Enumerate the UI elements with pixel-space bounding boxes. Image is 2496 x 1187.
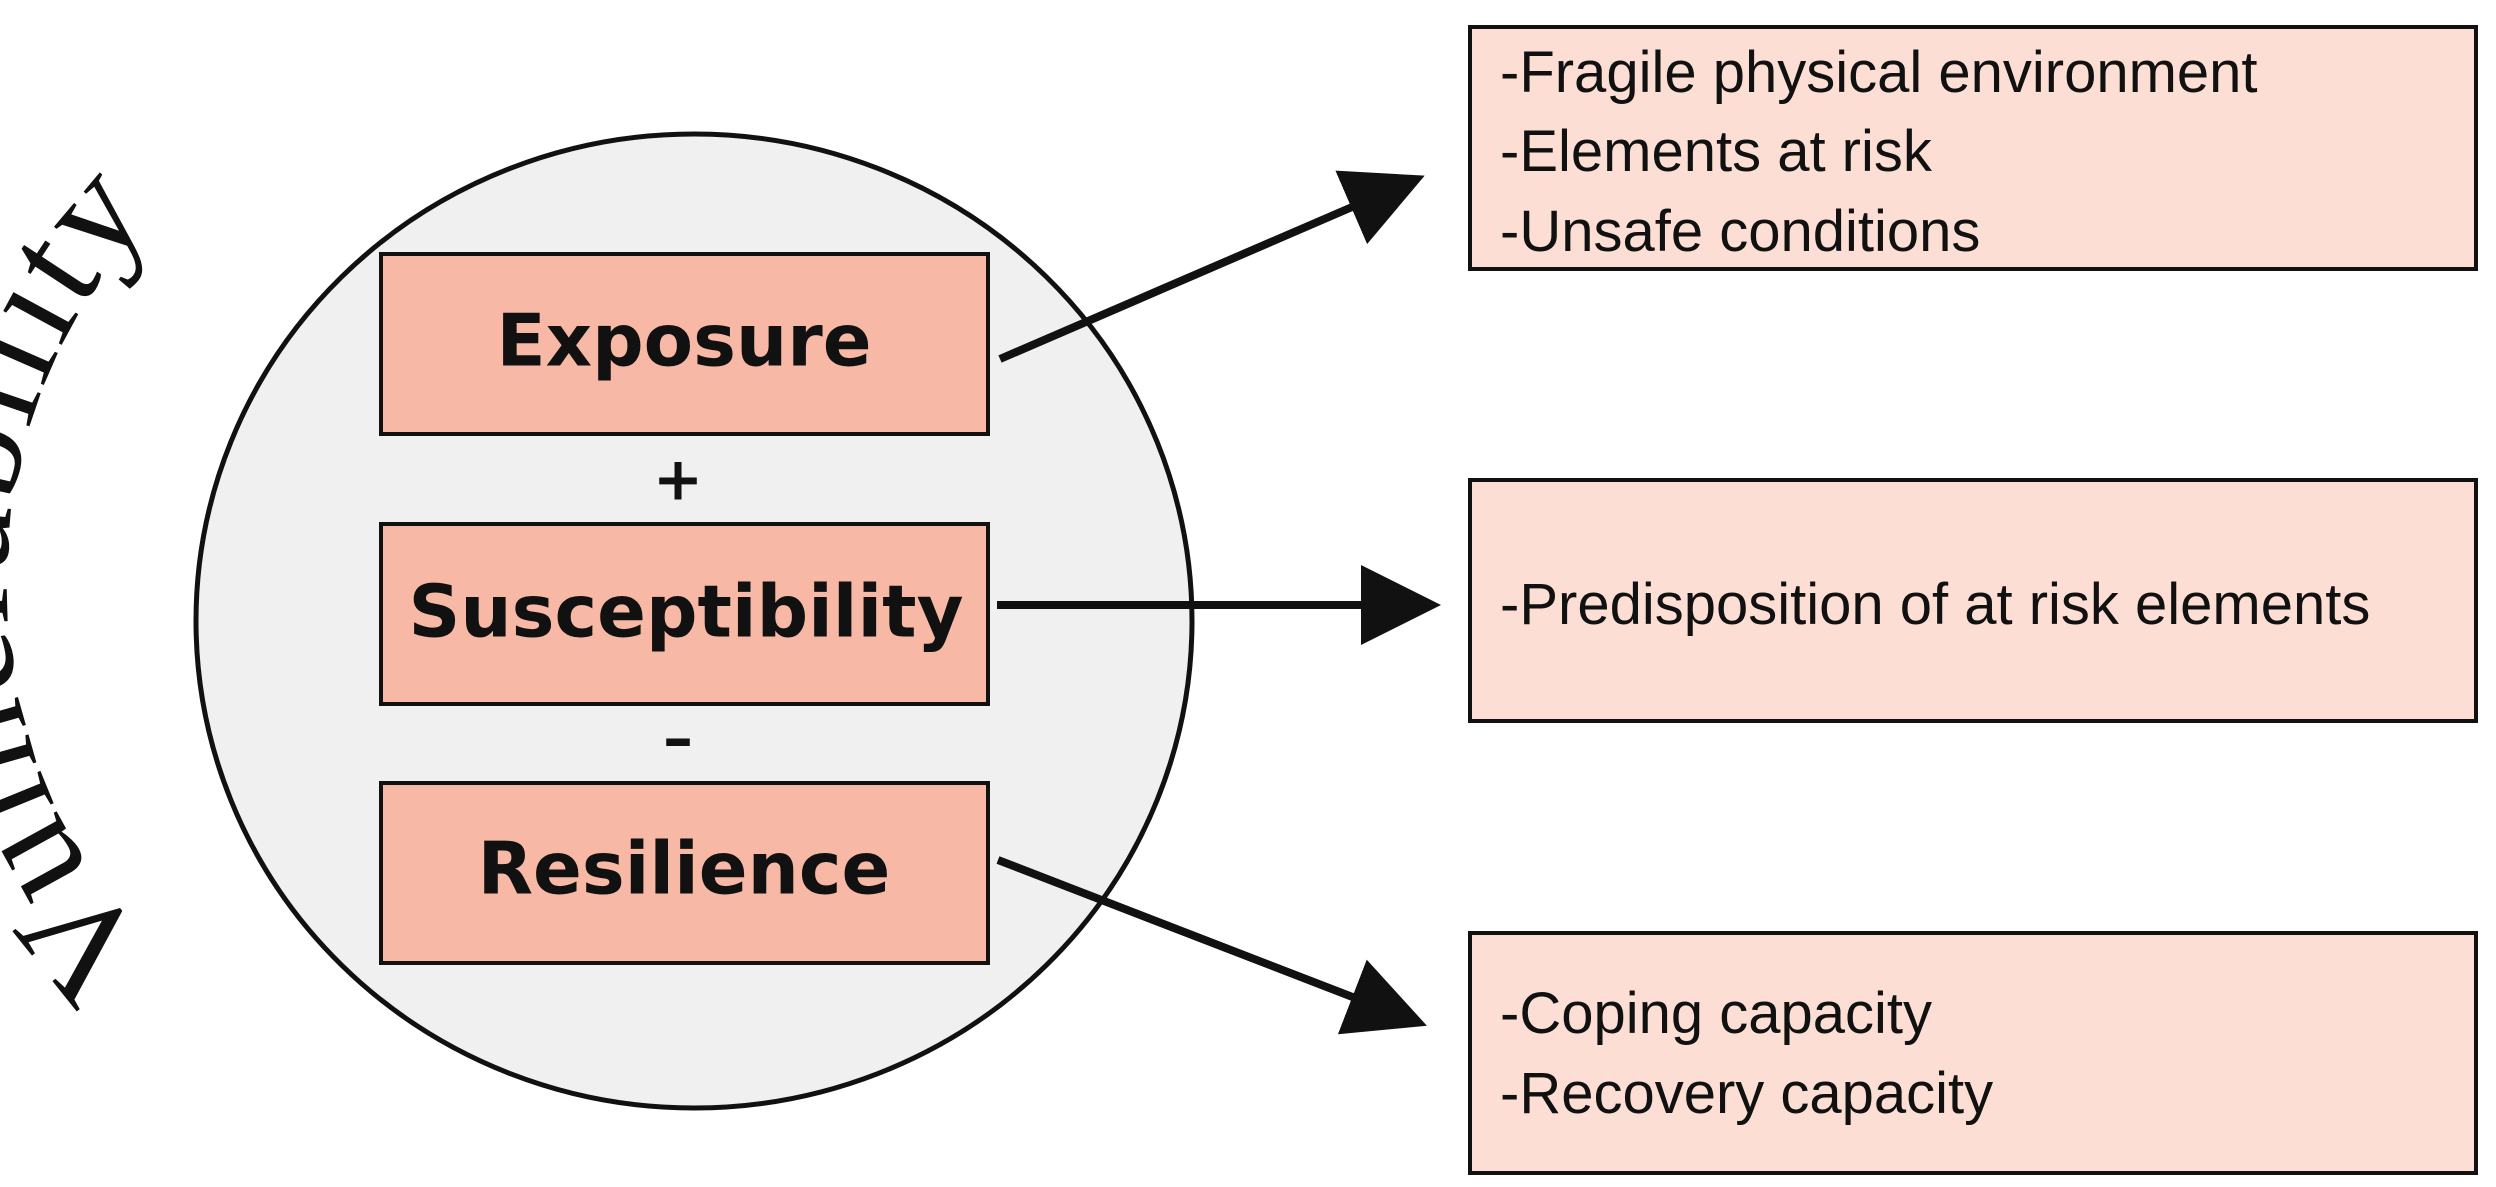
detail-item: -Predisposition of at risk elements [1500,572,2370,637]
vulnerability-title-path: Vulnerability [0,129,175,1035]
susceptibility-box: Susceptibility [379,522,990,706]
exposure-box: Exposure [379,252,990,436]
detail-item: -Coping capacity [1500,981,1932,1046]
plus-operator: + [653,445,703,515]
vulnerability-title: Vulnerability [0,129,178,1035]
detail-item: -Unsafe conditions [1500,199,1980,264]
detail-item: -Recovery capacity [1500,1061,1993,1126]
resilience-label: Resilience [478,827,891,911]
resilience-box: Resilience [379,781,990,965]
exposure-label: Exposure [496,299,871,383]
susceptibility-details-box: -Predisposition of at risk elements [1468,478,2478,723]
resilience-arrow [996,856,1427,1035]
exposure-arrow [998,170,1425,363]
exposure-details-box: -Fragile physical environment -Elements … [1468,25,2478,271]
susceptibility-label: Susceptibility [408,570,963,654]
detail-item: -Fragile physical environment [1500,40,2258,105]
detail-item: -Elements at risk [1500,119,1933,184]
minus-operator: – [663,704,693,774]
resilience-details-box: -Coping capacity -Recovery capacity [1468,931,2478,1175]
